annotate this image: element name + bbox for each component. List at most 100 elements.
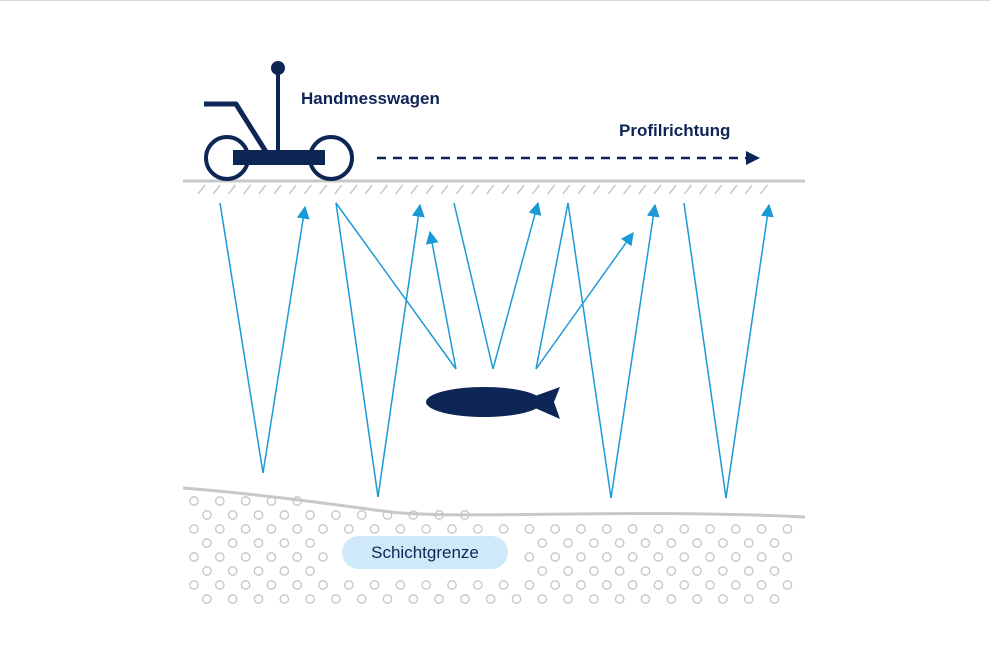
pebble-mark xyxy=(705,524,715,534)
pebble-mark xyxy=(382,510,393,520)
ground-hatch-mark xyxy=(501,184,510,195)
pebble-mark xyxy=(589,566,599,576)
ground-hatch-mark xyxy=(683,184,692,195)
ground-hatch-mark xyxy=(516,184,525,195)
pebble-mark xyxy=(214,524,225,534)
ground-hatch-mark xyxy=(653,184,662,195)
pebble-mark xyxy=(601,524,612,534)
pebble-mark xyxy=(498,580,509,590)
pebble-mark xyxy=(331,594,341,604)
ground-hatch-mark xyxy=(744,184,753,195)
ground-hatch-mark xyxy=(212,184,221,195)
ground-hatch-mark xyxy=(607,184,616,195)
pebble-mark xyxy=(253,538,264,548)
ground-hatch-mark xyxy=(288,184,297,195)
pebble-mark xyxy=(382,594,393,604)
pebble-mark xyxy=(743,566,754,576)
pebble-mark xyxy=(240,580,251,590)
pebble-mark xyxy=(627,524,638,534)
pebble-mark xyxy=(589,538,599,548)
layer-boundary-label: Schichtgrenze xyxy=(371,543,479,562)
pebble-mark xyxy=(756,580,767,590)
ground-hatch-mark xyxy=(334,184,343,195)
radar-rays xyxy=(219,201,774,499)
pebble-mark xyxy=(666,538,677,548)
ground-hatch-mark xyxy=(592,184,601,195)
ground-hatch-mark xyxy=(364,184,373,195)
ground-hatch-mark xyxy=(471,184,480,195)
pebble-mark xyxy=(576,552,586,562)
pebble-mark xyxy=(614,538,625,548)
pebble-mark xyxy=(227,538,238,548)
pebble-mark xyxy=(305,566,315,576)
pebble-mark xyxy=(343,580,354,590)
pebble-mark xyxy=(266,580,277,590)
pebble-mark xyxy=(743,538,754,548)
pebble-mark xyxy=(576,524,586,534)
pebble-mark xyxy=(395,580,406,590)
pebble-mark xyxy=(550,580,561,590)
pebble-mark xyxy=(692,538,702,548)
pebble-mark xyxy=(705,552,715,562)
ground-hatch-mark xyxy=(258,184,267,195)
pebble-mark xyxy=(408,510,419,520)
pebble-mark xyxy=(279,566,290,576)
pebble-mark xyxy=(718,538,728,548)
pebble-mark xyxy=(756,524,767,534)
ground-hatch-mark xyxy=(486,184,495,195)
pebble-mark xyxy=(550,552,561,562)
pebble-mark xyxy=(460,510,470,520)
ground-hatch-mark xyxy=(227,184,236,195)
pebble-mark xyxy=(460,594,470,604)
pebble-mark xyxy=(343,524,354,534)
pebble-mark xyxy=(395,524,406,534)
pebble-mark xyxy=(653,552,664,562)
ground-hatch-mark xyxy=(577,184,586,195)
pebble-mark xyxy=(189,496,199,506)
ground-hatch-mark xyxy=(319,184,328,195)
pebble-mark xyxy=(447,524,457,534)
pebble-mark xyxy=(356,510,367,520)
pebble-mark xyxy=(227,510,238,520)
ground-hatch-mark xyxy=(395,184,404,195)
pebble-mark xyxy=(279,538,290,548)
pebble-mark xyxy=(331,510,341,520)
pebble-mark xyxy=(408,594,419,604)
pebble-mark xyxy=(318,580,328,590)
pebble-mark xyxy=(189,552,199,562)
pebble-mark xyxy=(601,552,612,562)
pebble-mark xyxy=(369,580,380,590)
pebble-mark xyxy=(679,524,690,534)
pebble-mark xyxy=(227,566,238,576)
pebble-mark xyxy=(782,524,793,534)
pebble-mark xyxy=(279,594,290,604)
pebble-mark xyxy=(202,566,212,576)
pebble-mark xyxy=(214,580,225,590)
ground-hatch-mark xyxy=(531,184,540,195)
pebble-mark xyxy=(369,524,380,534)
pebble-mark xyxy=(769,566,780,576)
layer-boundary-badge: Schichtgrenze xyxy=(342,536,508,569)
pebble-mark xyxy=(202,510,212,520)
pebble-mark xyxy=(537,594,548,604)
pebble-mark xyxy=(601,580,612,590)
pebble-mark xyxy=(253,566,264,576)
pebble-mark xyxy=(292,580,303,590)
ground-hatch-mark xyxy=(759,184,768,195)
pebble-mark xyxy=(563,538,573,548)
ground-hatch-mark xyxy=(562,184,571,195)
pebble-mark xyxy=(640,594,651,604)
ground-hatch-mark xyxy=(349,184,358,195)
pebble-mark xyxy=(253,510,264,520)
direction-label: Profilrichtung xyxy=(619,121,731,140)
pebble-mark xyxy=(266,552,277,562)
pebble-mark xyxy=(318,552,328,562)
ground-hatch-mark xyxy=(547,184,556,195)
ground-hatch-mark xyxy=(699,184,708,195)
pebble-mark xyxy=(550,524,561,534)
pebble-mark xyxy=(563,594,573,604)
ground-hatch-mark xyxy=(668,184,677,195)
ground-hatch-mark xyxy=(410,184,419,195)
ground-hatch-mark xyxy=(623,184,632,195)
ground-hatch-mark xyxy=(729,184,738,195)
